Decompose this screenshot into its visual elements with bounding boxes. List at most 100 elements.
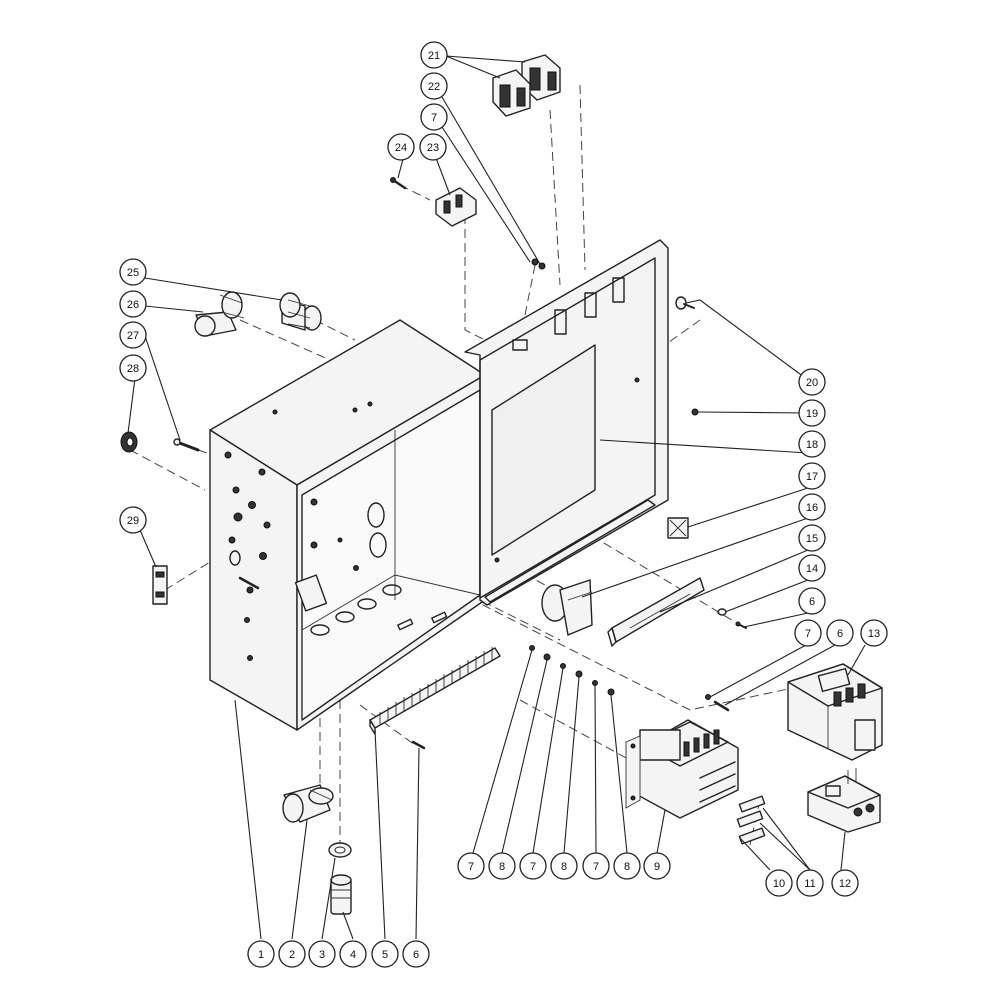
svg-text:6: 6 [413, 949, 419, 961]
callout-19: 19 [798, 399, 826, 427]
callout-23: 23 [419, 133, 447, 161]
callout-18: 18 [798, 430, 826, 458]
svg-text:13: 13 [868, 628, 880, 640]
nut-washer-row [529, 645, 615, 696]
svg-text:9: 9 [654, 861, 660, 873]
callout-6-rail: 6 [798, 587, 826, 615]
fuse-10 [738, 827, 766, 845]
svg-text:29: 29 [127, 515, 139, 527]
leader-lines [127, 55, 866, 940]
callout-13: 13 [860, 619, 888, 647]
screw-6-lower [411, 740, 426, 750]
callout-20: 20 [798, 368, 826, 396]
fitting-25 [279, 292, 322, 331]
din-rail-15 [607, 577, 705, 647]
callout-21: 21 [420, 41, 448, 69]
svg-text:18: 18 [806, 439, 818, 451]
grommet-28 [120, 431, 138, 453]
callout-3: 3 [308, 940, 336, 968]
callout-10: 10 [765, 869, 793, 897]
callout-2: 2 [278, 940, 306, 968]
svg-text:27: 27 [127, 330, 139, 342]
svg-text:6: 6 [837, 628, 843, 640]
callout-9: 9 [643, 852, 671, 880]
svg-text:3: 3 [319, 949, 325, 961]
callout-17: 17 [798, 462, 826, 490]
callout-11: 11 [796, 869, 824, 897]
callout-8-row-3: 8 [613, 852, 641, 880]
overload-relay-12 [807, 768, 881, 833]
connector-block [435, 187, 477, 227]
svg-text:23: 23 [427, 142, 439, 154]
svg-text:28: 28 [127, 363, 139, 375]
callout-16: 16 [798, 493, 826, 521]
svg-text:8: 8 [561, 861, 567, 873]
fitting-26 [194, 291, 245, 337]
selector-switch-16 [541, 579, 593, 636]
svg-text:2: 2 [289, 949, 295, 961]
callout-5: 5 [371, 940, 399, 968]
callout-7-row-3: 7 [582, 852, 610, 880]
washer-19 [691, 408, 699, 416]
callout-28: 28 [119, 354, 147, 382]
svg-text:12: 12 [839, 878, 851, 890]
nut-7-contactor [705, 694, 711, 700]
callout-8-row-2: 8 [550, 852, 578, 880]
svg-text:25: 25 [127, 267, 139, 279]
svg-text:17: 17 [806, 471, 818, 483]
callout-7-top: 7 [420, 103, 448, 131]
transformer-9 [625, 719, 739, 819]
tag-29 [152, 565, 168, 605]
svg-text:4: 4 [350, 949, 356, 961]
callout-27: 27 [119, 321, 147, 349]
door-panel [464, 239, 669, 606]
svg-text:1: 1 [258, 949, 264, 961]
svg-text:7: 7 [805, 628, 811, 640]
svg-text:7: 7 [530, 861, 536, 873]
svg-text:26: 26 [127, 299, 139, 311]
callout-4: 4 [339, 940, 367, 968]
callout-29: 29 [119, 506, 147, 534]
callout-8-row-1: 8 [488, 852, 516, 880]
elbow-fitting-2 [282, 784, 334, 823]
fuse-11-a [738, 795, 766, 813]
locknut-3 [328, 842, 352, 858]
switch-assembly [492, 54, 561, 117]
svg-text:8: 8 [499, 861, 505, 873]
callout-1: 1 [247, 940, 275, 968]
callout-7-contactor: 7 [794, 619, 822, 647]
svg-text:16: 16 [806, 502, 818, 514]
nut-top [531, 258, 546, 270]
callout-26: 26 [119, 290, 147, 318]
callout-7-row-2: 7 [519, 852, 547, 880]
svg-text:19: 19 [806, 408, 818, 420]
callout-24: 24 [387, 133, 415, 161]
svg-text:5: 5 [382, 949, 388, 961]
svg-text:10: 10 [773, 878, 785, 890]
svg-text:24: 24 [395, 142, 407, 154]
callout-25: 25 [119, 258, 147, 286]
svg-text:7: 7 [468, 861, 474, 873]
callout-14: 14 [798, 554, 826, 582]
latch-17 [667, 517, 689, 539]
bolt-27 [173, 438, 200, 452]
contactor-13 [787, 663, 883, 761]
callout-15: 15 [798, 524, 826, 552]
fuse-11-b [736, 810, 764, 828]
svg-text:21: 21 [428, 50, 440, 62]
screw-24 [390, 177, 407, 190]
callout-12: 12 [831, 869, 859, 897]
svg-text:14: 14 [806, 563, 818, 575]
svg-text:7: 7 [431, 112, 437, 124]
svg-text:11: 11 [804, 878, 815, 890]
svg-text:6: 6 [809, 596, 815, 608]
screw-20 [675, 296, 695, 310]
enclosure-box [209, 319, 486, 731]
callout-6-contactor: 6 [826, 619, 854, 647]
svg-text:20: 20 [806, 377, 818, 389]
svg-text:8: 8 [624, 861, 630, 873]
connector-4 [330, 874, 352, 915]
screw-6-contactor [713, 700, 730, 712]
